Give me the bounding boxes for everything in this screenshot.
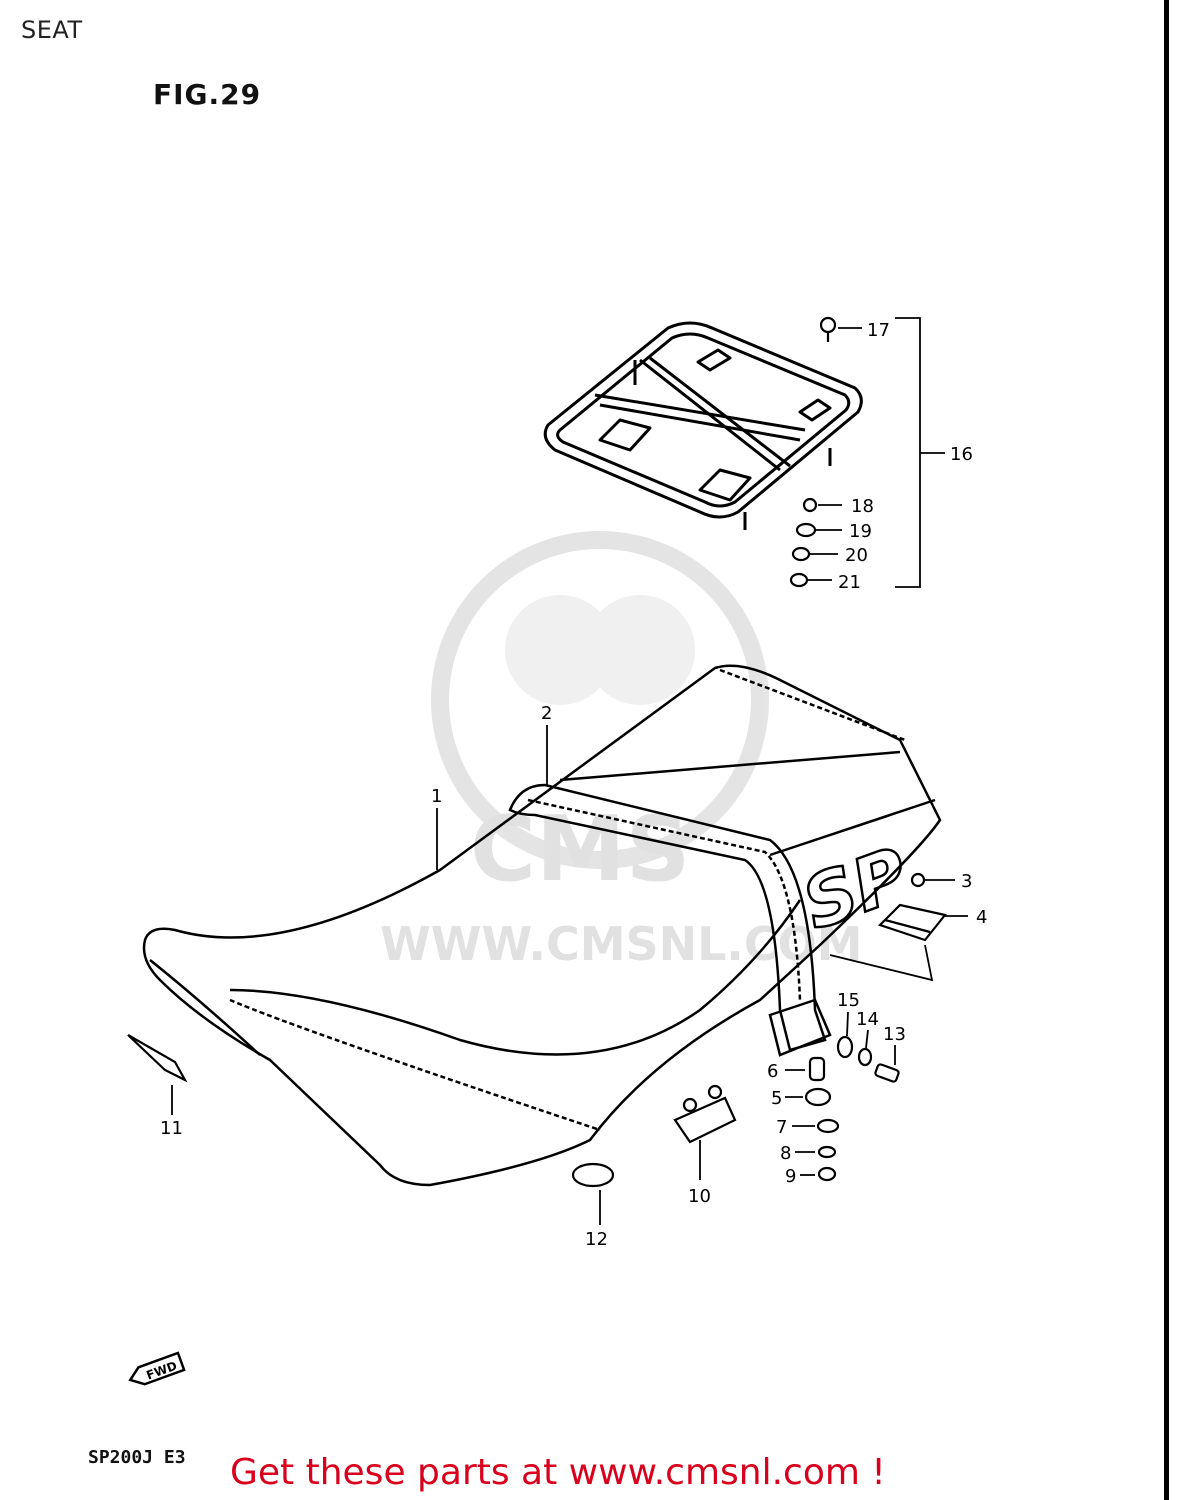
collar-6-icon	[808, 1056, 826, 1082]
callout-17: 17	[867, 320, 890, 341]
callout-10: 10	[688, 1186, 711, 1207]
callout-20: 20	[845, 545, 868, 566]
bolt-17-icon	[819, 316, 837, 334]
bolt-13-icon	[874, 1063, 900, 1083]
callout-16: 16	[950, 444, 973, 465]
figure-title: FIG.29	[153, 78, 262, 111]
callout-1: 1	[431, 786, 442, 807]
callout-18: 18	[851, 496, 874, 517]
callout-8: 8	[780, 1143, 791, 1164]
washer-15-icon	[836, 1035, 854, 1059]
callout-5: 5	[771, 1088, 782, 1109]
callout-19: 19	[849, 521, 872, 542]
seat-strap	[508, 783, 832, 1057]
callout-3: 3	[961, 871, 972, 892]
cta-link[interactable]: Get these parts at www.cmsnl.com !	[230, 1452, 886, 1493]
washer-19-icon	[795, 522, 817, 538]
model-code: SP200J E3	[88, 1447, 186, 1468]
watermark-url: WWW.CMSNL.COM	[380, 917, 863, 971]
callout-12: 12	[585, 1229, 608, 1250]
callout-4: 4	[976, 907, 987, 928]
page-edge-rule	[1164, 0, 1169, 1500]
callout-2: 2	[541, 703, 552, 724]
luggage-rack	[543, 321, 863, 530]
rubber-10-icon	[673, 1096, 737, 1144]
callout-9: 9	[785, 1166, 796, 1187]
callout-7: 7	[776, 1117, 787, 1138]
washer-5-icon	[804, 1087, 832, 1107]
seat-assembly	[142, 664, 942, 1187]
small-parts	[127, 316, 947, 1188]
cap-nut-21-icon	[789, 572, 809, 588]
nut-18-icon	[802, 497, 818, 513]
cushion-4-icon	[877, 903, 947, 942]
cmsnl-watermark: CMS WWW.CMSNL.COM	[380, 531, 863, 971]
fwd-arrow-icon: FWD	[128, 1351, 186, 1386]
washer-8-icon	[817, 1145, 837, 1159]
grommet-12-icon	[571, 1162, 615, 1188]
nut-9-icon	[817, 1166, 837, 1182]
watermark-logo-text: CMS	[470, 797, 690, 902]
grommet-3-icon	[910, 872, 926, 888]
leader-lines	[171, 317, 968, 1225]
callout-6: 6	[767, 1061, 778, 1082]
callout-14: 14	[856, 1009, 879, 1030]
callout-13: 13	[883, 1024, 906, 1045]
washer-7-icon	[816, 1118, 840, 1134]
washer-14-icon	[857, 1047, 873, 1067]
washer-20-icon	[791, 546, 811, 562]
section-label: SEAT	[21, 16, 83, 44]
callout-11: 11	[160, 1118, 183, 1139]
callout-numbers: 1 2 3 4 5 6 7 8 9 10 11 12 13 14 15 16 1…	[160, 320, 987, 1250]
callout-21: 21	[838, 572, 861, 593]
callout-15: 15	[837, 990, 860, 1011]
bracket-11-icon	[127, 1034, 188, 1083]
